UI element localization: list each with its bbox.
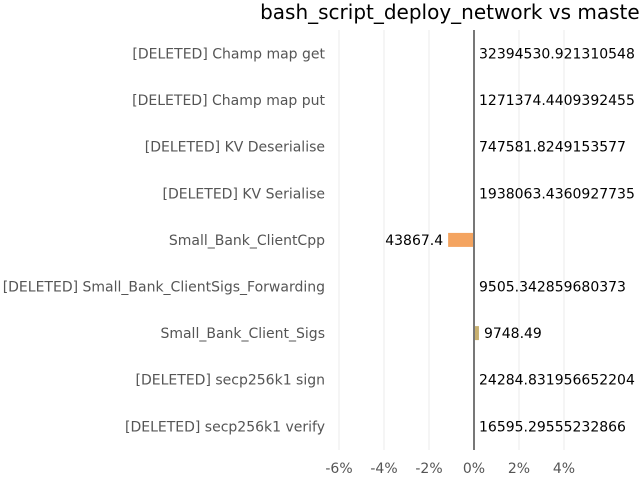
category-label: [DELETED] KV Deserialise	[145, 140, 325, 156]
chart-title: bash_script_deploy_network vs master	[260, 0, 640, 24]
data-label: 43867.4	[385, 233, 443, 249]
label-layer: [DELETED] Champ map get 32394530.92131054…	[3, 47, 635, 436]
category-label: [DELETED] Champ map put	[132, 93, 325, 109]
bar	[474, 326, 479, 341]
data-label: 1271374.4409392455	[479, 93, 635, 109]
x-tick-label: 2%	[508, 461, 530, 477]
bar-layer	[448, 232, 479, 341]
data-label: 9748.49	[484, 326, 542, 342]
category-label: Small_Bank_Client_Sigs	[160, 326, 325, 342]
data-label: 24284.831956652204	[479, 373, 635, 389]
category-label: [DELETED] KV Serialise	[163, 186, 325, 202]
x-axis-ticks: -6% -4% -2% 0% 2% 4%	[325, 461, 575, 477]
x-tick-label: 0%	[463, 461, 485, 477]
category-label: [DELETED] secp256k1 verify	[125, 419, 325, 435]
category-label: [DELETED] secp256k1 sign	[136, 373, 325, 389]
data-label: 747581.8249153577	[479, 140, 626, 156]
category-label: [DELETED] Champ map get	[132, 47, 325, 63]
data-label: 16595.29555232866	[479, 419, 626, 435]
bar	[448, 232, 474, 247]
data-label: 9505.342859680373	[479, 280, 626, 296]
category-label: Small_Bank_ClientCpp	[169, 233, 325, 249]
x-tick-label: -2%	[415, 461, 442, 477]
data-label: 32394530.921310548	[479, 47, 635, 63]
category-label: [DELETED] Small_Bank_ClientSigs_Forwardi…	[3, 280, 325, 296]
grid-layer	[338, 30, 565, 450]
x-tick-label: -6%	[325, 461, 352, 477]
x-tick-label: 4%	[553, 461, 575, 477]
x-tick-label: -4%	[370, 461, 397, 477]
data-label: 1938063.4360927735	[479, 186, 635, 202]
